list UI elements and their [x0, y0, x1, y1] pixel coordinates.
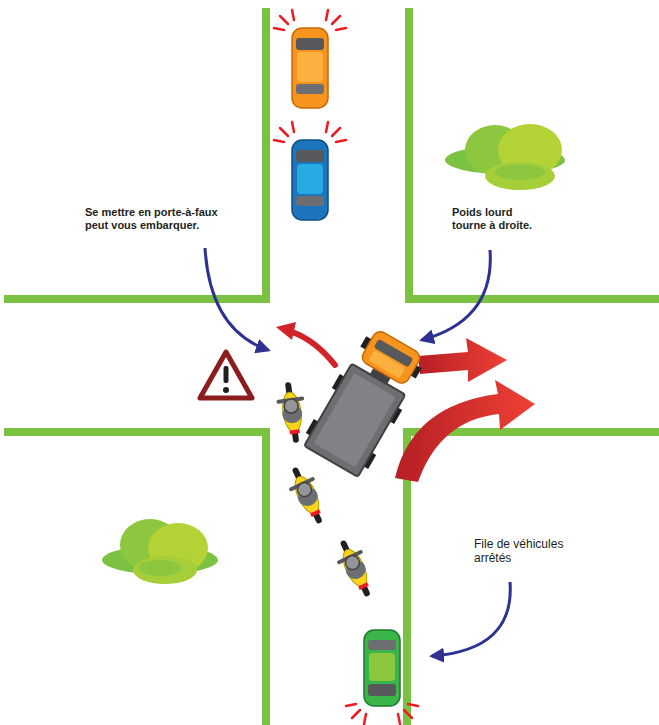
tree [485, 162, 555, 190]
car [364, 630, 400, 706]
car [296, 38, 324, 50]
car [326, 10, 328, 20]
annotation-label: Poids lourd tourne à droite. [452, 206, 547, 232]
truck [300, 324, 431, 480]
car [280, 128, 288, 136]
leader-arrow [205, 248, 268, 350]
car [364, 714, 366, 724]
car [274, 10, 346, 30]
car [296, 196, 324, 206]
car [368, 684, 396, 696]
truck [314, 373, 396, 467]
warning-sign [200, 352, 252, 398]
car [346, 704, 356, 706]
road-border [8, 12, 266, 299]
car [292, 28, 328, 108]
car [274, 122, 346, 220]
car [346, 704, 418, 724]
car [332, 16, 340, 24]
car [274, 10, 346, 108]
car [369, 653, 395, 681]
car [274, 140, 284, 142]
motorcycle [274, 380, 310, 444]
warning-sign [224, 366, 229, 383]
tree [445, 124, 565, 190]
car [326, 122, 328, 132]
car [297, 164, 323, 194]
car [296, 84, 324, 94]
truck [359, 329, 422, 386]
car [280, 16, 288, 24]
truck [368, 350, 405, 378]
road-border [8, 432, 266, 722]
car [368, 640, 396, 650]
car [336, 28, 346, 30]
annotation-label: Se mettre en porte-à-faux peut vous emba… [85, 206, 235, 232]
warning-sign [223, 387, 229, 393]
car [398, 714, 400, 724]
car [346, 630, 418, 724]
road-border [407, 432, 655, 722]
tree [138, 560, 182, 576]
car [292, 140, 328, 220]
road-border [8, 12, 655, 722]
car [332, 128, 340, 136]
motorcycle [330, 535, 381, 602]
car [336, 140, 346, 142]
car [296, 150, 324, 162]
tree [495, 164, 545, 180]
tree [133, 556, 197, 584]
annotation-label: File de véhicules arrêtés [474, 537, 574, 566]
car [274, 122, 346, 142]
turn-arrow [276, 322, 296, 340]
car [352, 710, 360, 718]
leader-arrow [432, 582, 510, 656]
car [292, 10, 294, 20]
tree [102, 519, 218, 584]
motorcycle [282, 462, 333, 529]
car [408, 704, 418, 706]
turn-arrow [292, 332, 335, 365]
truck [304, 364, 405, 477]
car [297, 52, 323, 82]
road-border [409, 12, 655, 299]
car [404, 710, 412, 718]
warning-sign [200, 352, 252, 398]
leader-arrow [422, 250, 490, 340]
turn-arrow [418, 338, 507, 382]
car [274, 28, 284, 30]
turn-arrow [395, 380, 535, 482]
car [292, 122, 294, 132]
